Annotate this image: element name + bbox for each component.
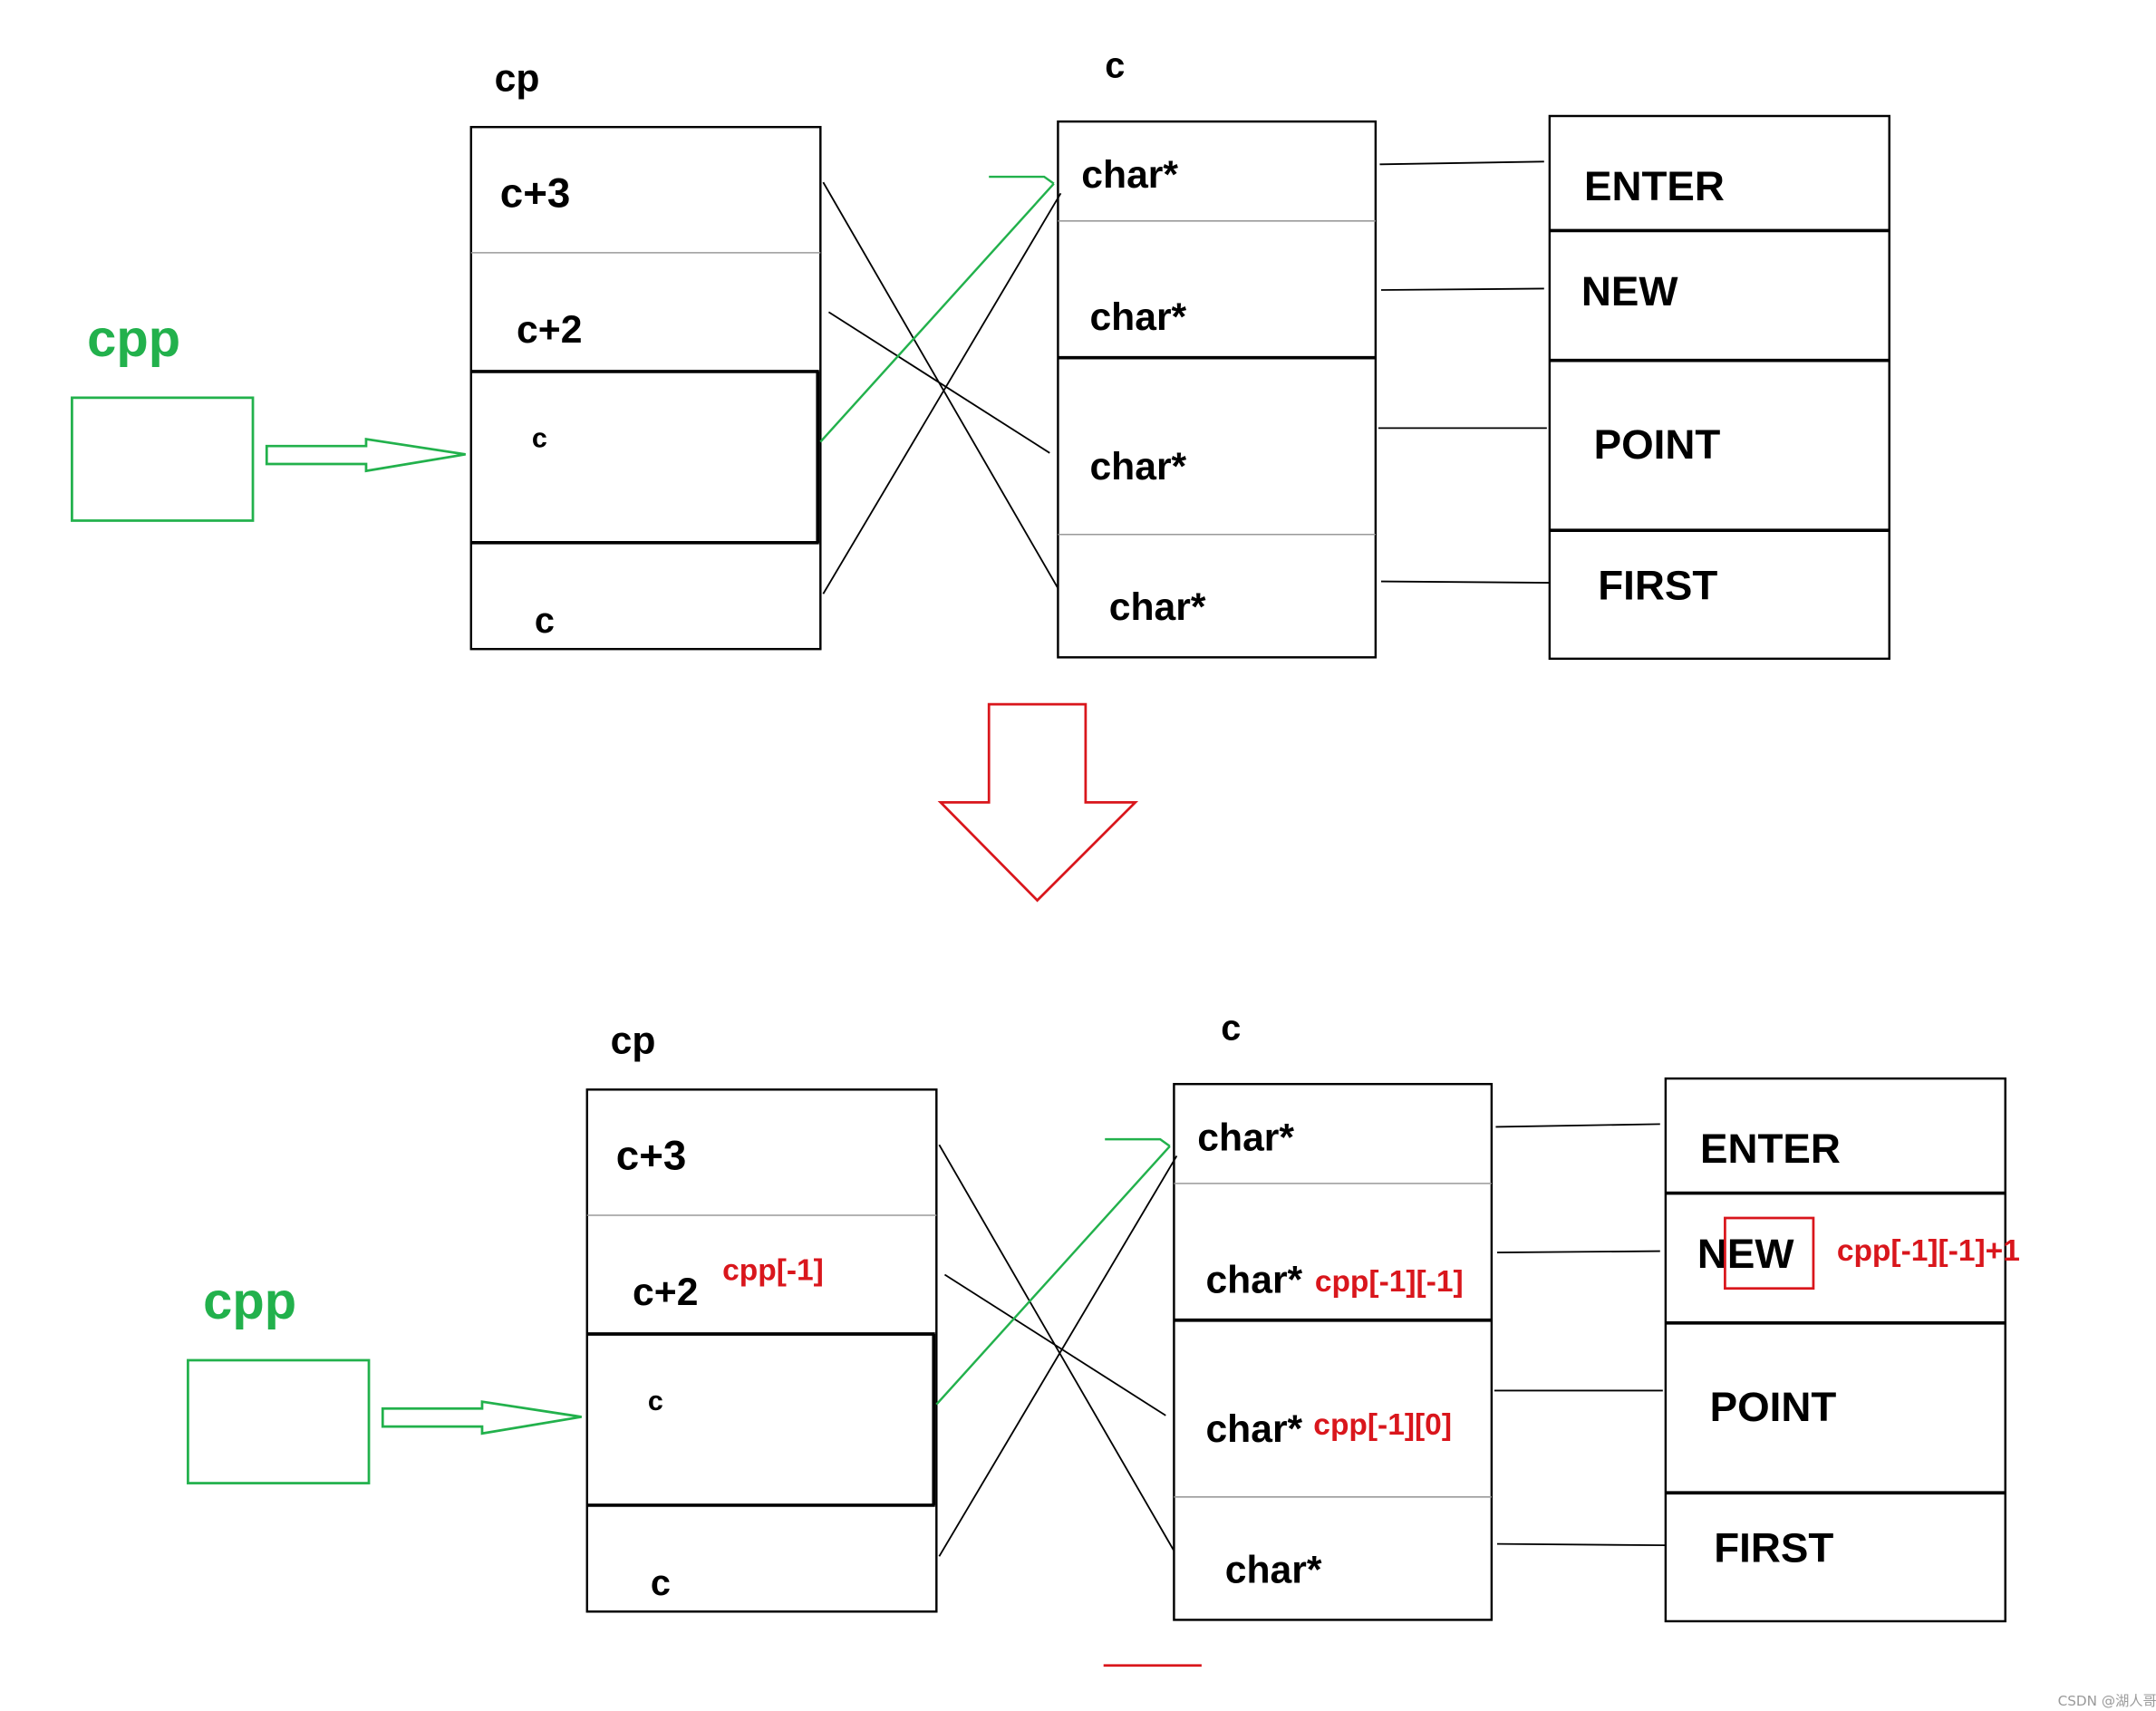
- link-line: [1379, 160, 1544, 166]
- cp-array: c+3 c+2 c c: [469, 125, 822, 651]
- c-array-box: [1173, 1082, 1494, 1621]
- c-array-box: [1057, 120, 1378, 659]
- panel-after: cp c cpp c+3 c+2 cpp[-1] c c: [187, 1008, 2020, 1623]
- link-arrow-tip: [1105, 1137, 1171, 1147]
- highlighted-link-line: [819, 182, 1055, 443]
- cp-cell: c+2: [517, 308, 582, 352]
- c-row3-annotation: cpp[-1][0]: [1313, 1408, 1452, 1442]
- link-line: [1380, 287, 1544, 291]
- cpp-label: cpp: [87, 310, 180, 368]
- string-cell: ENTER: [1700, 1126, 1841, 1172]
- string-cell: NEW: [1697, 1231, 1794, 1277]
- link-line: [938, 1144, 1175, 1552]
- watermark: CSDN @湖人哥: [2058, 1693, 2156, 1709]
- c-cell: char*: [1109, 585, 1206, 629]
- c-array-label: c: [1221, 1008, 1241, 1048]
- string-cell: NEW: [1581, 268, 1678, 314]
- c-array: char* char* char* char*: [1057, 120, 1378, 659]
- c-cell: char*: [1197, 1116, 1294, 1159]
- c-row2-annotation: cpp[-1][-1]: [1315, 1265, 1464, 1299]
- cp-array-box: [469, 125, 822, 651]
- c-cell: char*: [1089, 445, 1186, 488]
- string-new-annotation: cpp[-1][-1]+1: [1837, 1234, 2020, 1268]
- link-line: [1496, 1250, 1660, 1254]
- link-line: [822, 181, 1059, 589]
- c-array: char* char* cpp[-1][-1] char* cpp[-1][0]…: [1173, 1082, 1494, 1621]
- c-to-string-links: [1378, 160, 1550, 584]
- string-table: ENTER NEW cpp[-1][-1]+1 POINT FIRST: [1664, 1077, 2020, 1623]
- link-line: [1495, 1123, 1660, 1128]
- cp-row2-annotation: cpp[-1]: [722, 1254, 824, 1288]
- cp-array-label: cp: [611, 1020, 656, 1063]
- c-cell: char*: [1205, 1407, 1302, 1451]
- cp-cell: c: [648, 1386, 663, 1416]
- link-line: [822, 192, 1062, 594]
- cpp-box: [187, 1358, 371, 1484]
- c-cell: char*: [1205, 1258, 1302, 1301]
- transition-down-arrow: [937, 702, 1139, 903]
- c-cell: char*: [1081, 153, 1178, 197]
- cp-to-c-links: [819, 175, 1062, 594]
- cp-cell: c: [532, 423, 547, 454]
- panel-before: cp c cpp c+3 c+2 c c: [71, 45, 1890, 661]
- highlighted-link-line: [935, 1145, 1171, 1406]
- char-highlight-box: [1724, 1216, 1815, 1290]
- string-cell: ENTER: [1584, 163, 1725, 209]
- cp-cell: c: [535, 601, 555, 641]
- c-array-label: c: [1105, 45, 1125, 85]
- link-line: [938, 1155, 1178, 1557]
- link-line: [1380, 580, 1550, 584]
- cpp-label: cpp: [203, 1272, 296, 1330]
- cp-cell: c+3: [616, 1133, 687, 1179]
- cp-array-box: [585, 1088, 938, 1613]
- cp-array: c+3 c+2 cpp[-1] c c: [585, 1088, 938, 1613]
- c-to-string-links: [1494, 1123, 1666, 1547]
- cp-cell: c+2: [633, 1271, 698, 1314]
- string-cell: FIRST: [1714, 1524, 1833, 1571]
- link-line: [827, 311, 1050, 454]
- string-cell: FIRST: [1598, 562, 1717, 608]
- cpp-pointer-arrow: [265, 437, 466, 473]
- link-line: [943, 1273, 1166, 1416]
- cpp-box: [71, 396, 255, 522]
- string-cell: POINT: [1594, 421, 1721, 468]
- link-arrow-tip: [989, 175, 1055, 185]
- link-line: [1496, 1542, 1666, 1547]
- c-cell: char*: [1225, 1548, 1322, 1591]
- cp-cell: c+3: [500, 170, 571, 217]
- cp-array-label: cp: [495, 57, 540, 101]
- c-cell: char*: [1089, 295, 1186, 339]
- string-table: ENTER NEW POINT FIRST: [1548, 114, 1890, 661]
- string-cell: POINT: [1710, 1384, 1837, 1430]
- cp-cell: c: [651, 1563, 671, 1603]
- string-table-box: [1548, 114, 1890, 661]
- cp-to-c-links: [935, 1137, 1178, 1557]
- cpp-pointer-arrow: [381, 1400, 582, 1436]
- string-table-box: [1664, 1077, 2006, 1623]
